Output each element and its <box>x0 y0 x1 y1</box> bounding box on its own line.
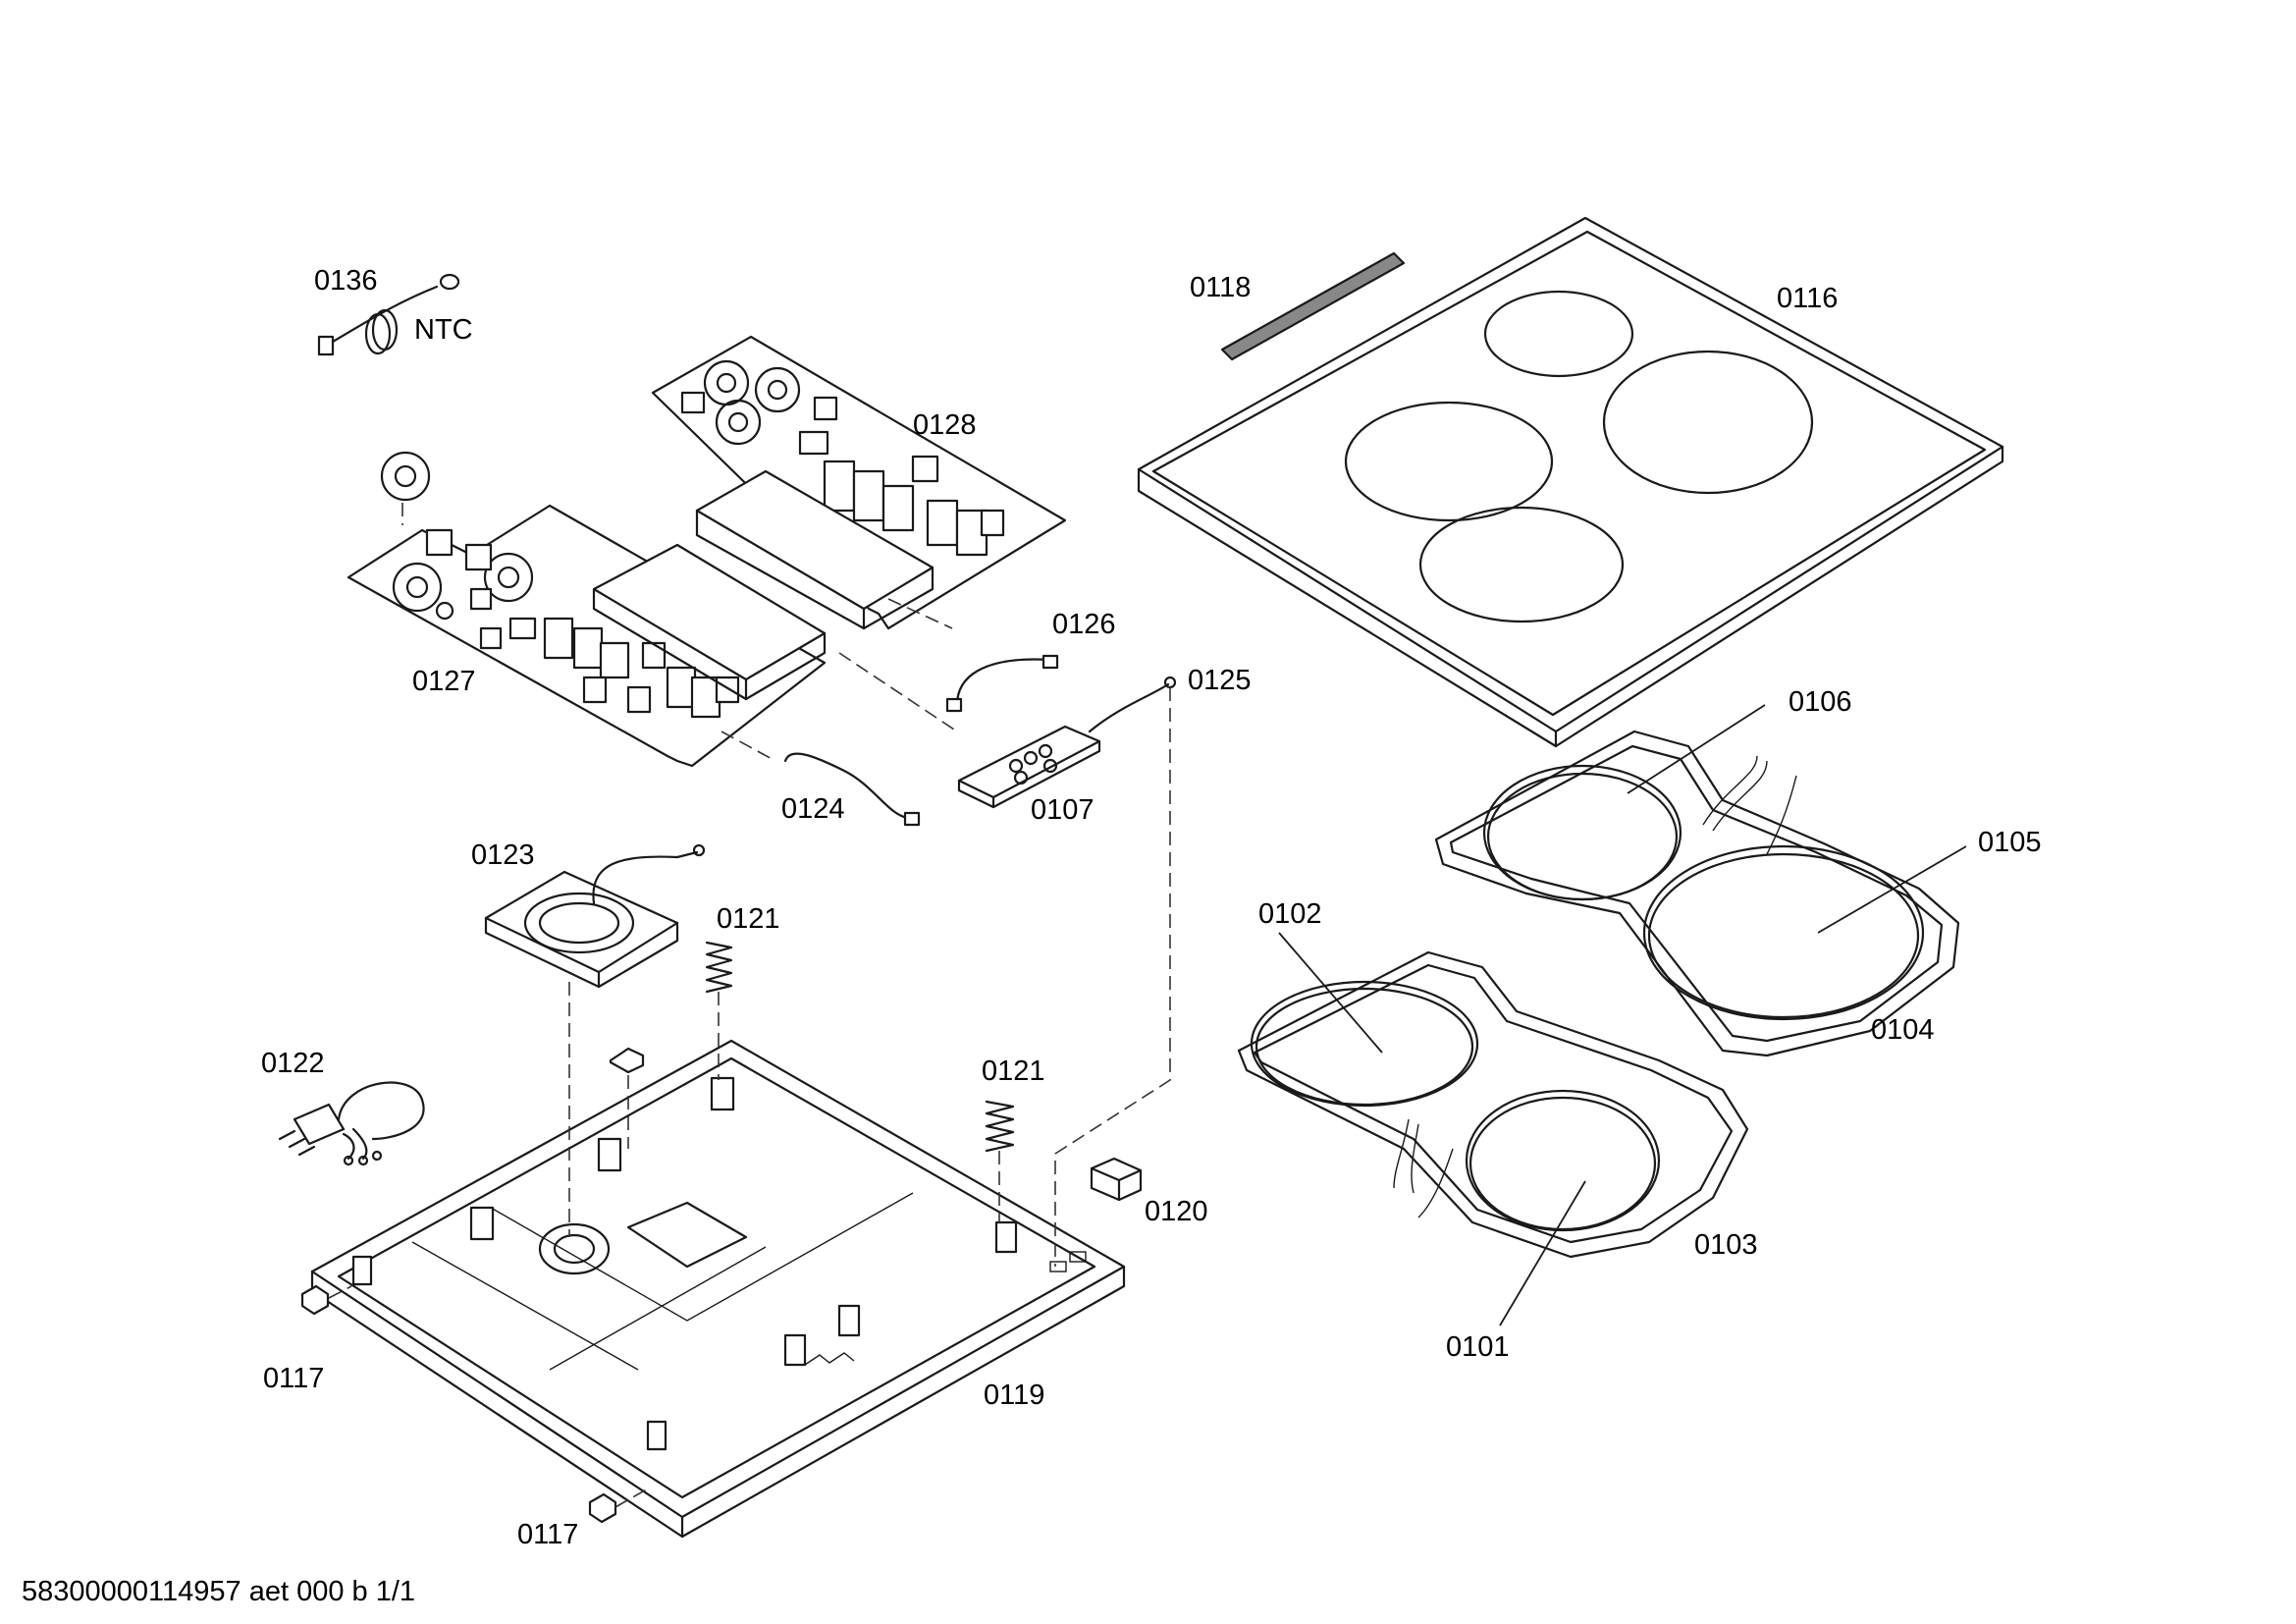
part-control-board <box>957 676 1177 809</box>
assembly-lines <box>328 503 1171 1508</box>
label-0103: 0103 <box>1694 1229 1758 1261</box>
label-0107: 0107 <box>1031 794 1095 826</box>
part-labels: 0136 NTC 0118 0116 0128 0127 0126 0125 0… <box>261 265 2042 1550</box>
label-0123: 0123 <box>471 839 535 871</box>
part-fan <box>484 843 706 989</box>
part-heating-tray-lower <box>1237 950 1749 1259</box>
label-0102: 0102 <box>1258 898 1322 930</box>
part-cable-0124 <box>783 752 921 827</box>
label-0125: 0125 <box>1188 665 1252 696</box>
part-power-cable <box>278 1081 425 1166</box>
label-ntc: NTC <box>414 314 473 346</box>
label-0106: 0106 <box>1789 686 1852 718</box>
document-id: 58300000114957 aet 000 b 1/1 <box>22 1576 415 1607</box>
label-0105: 0105 <box>1978 827 2042 858</box>
part-gasket-strip <box>1220 251 1406 361</box>
part-heating-tray-upper <box>1434 730 1960 1057</box>
label-0128: 0128 <box>913 409 977 441</box>
part-clip-0117b <box>588 1492 617 1524</box>
part-clip <box>609 1047 645 1074</box>
part-power-board-upper <box>651 335 1067 630</box>
label-0136: 0136 <box>314 265 378 297</box>
part-spring-0121a <box>705 941 733 994</box>
label-0104: 0104 <box>1871 1014 1935 1046</box>
label-0116: 0116 <box>1777 283 1838 314</box>
part-base-tray <box>310 1039 1126 1539</box>
label-0118: 0118 <box>1190 272 1251 303</box>
label-0121-lower: 0121 <box>982 1056 1045 1087</box>
label-0127: 0127 <box>412 666 476 697</box>
label-0120: 0120 <box>1145 1196 1208 1227</box>
label-0119: 0119 <box>984 1380 1044 1411</box>
label-0117-left: 0117 <box>263 1363 324 1394</box>
part-spring-0121b <box>985 1100 1015 1153</box>
label-0101: 0101 <box>1446 1331 1510 1363</box>
label-0117-bottom: 0117 <box>517 1519 578 1550</box>
part-clip-0117a <box>300 1284 330 1316</box>
label-0122: 0122 <box>261 1048 325 1079</box>
part-cable-0126 <box>945 654 1059 713</box>
part-connector-0120 <box>1090 1157 1143 1202</box>
label-0124: 0124 <box>781 793 845 825</box>
label-0126: 0126 <box>1052 609 1116 640</box>
part-glass-ceramic-top <box>1137 216 2004 748</box>
part-power-board-lower <box>347 451 827 768</box>
part-ntc-sensor <box>317 273 460 356</box>
label-0121-upper: 0121 <box>717 903 780 935</box>
leader-lines <box>1278 704 1967 1326</box>
